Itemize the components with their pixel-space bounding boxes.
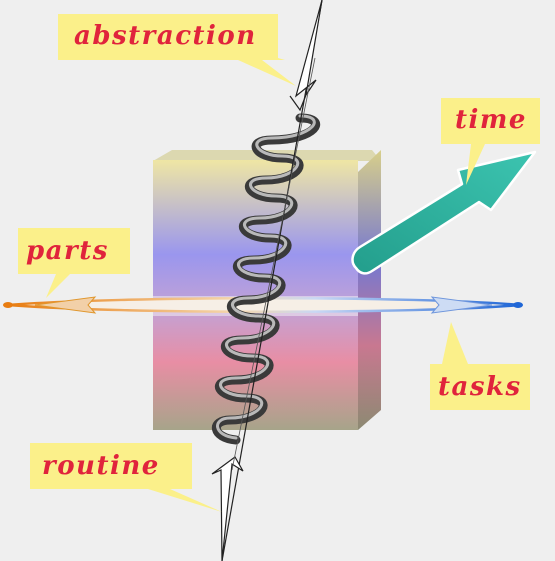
horizontal-axis (3, 296, 523, 314)
vertical-axis-bottom-arrowhead (211, 456, 244, 561)
cube (153, 150, 381, 430)
right-axis-end (513, 302, 523, 308)
label-routine: routine (30, 443, 222, 512)
left-axis-arrowhead (34, 296, 97, 314)
label-time: time (441, 98, 540, 185)
label-abstraction-text: abstraction (74, 21, 257, 51)
label-time-text: time (455, 105, 527, 135)
right-axis-arrowhead (430, 296, 493, 314)
label-tasks-text: tasks (438, 372, 522, 402)
label-parts: parts (18, 228, 130, 298)
cube-side-face (358, 150, 381, 430)
vertical-axis-top-arrowhead (294, 0, 323, 98)
label-routine-text: routine (42, 451, 160, 481)
left-axis-end (3, 302, 13, 308)
cube-front-face (153, 160, 358, 430)
label-abstraction: abstraction (58, 14, 296, 86)
label-parts-text: parts (26, 236, 109, 266)
label-tasks: tasks (430, 322, 530, 410)
time-arrow (351, 150, 537, 275)
vertical-axis (211, 0, 323, 561)
